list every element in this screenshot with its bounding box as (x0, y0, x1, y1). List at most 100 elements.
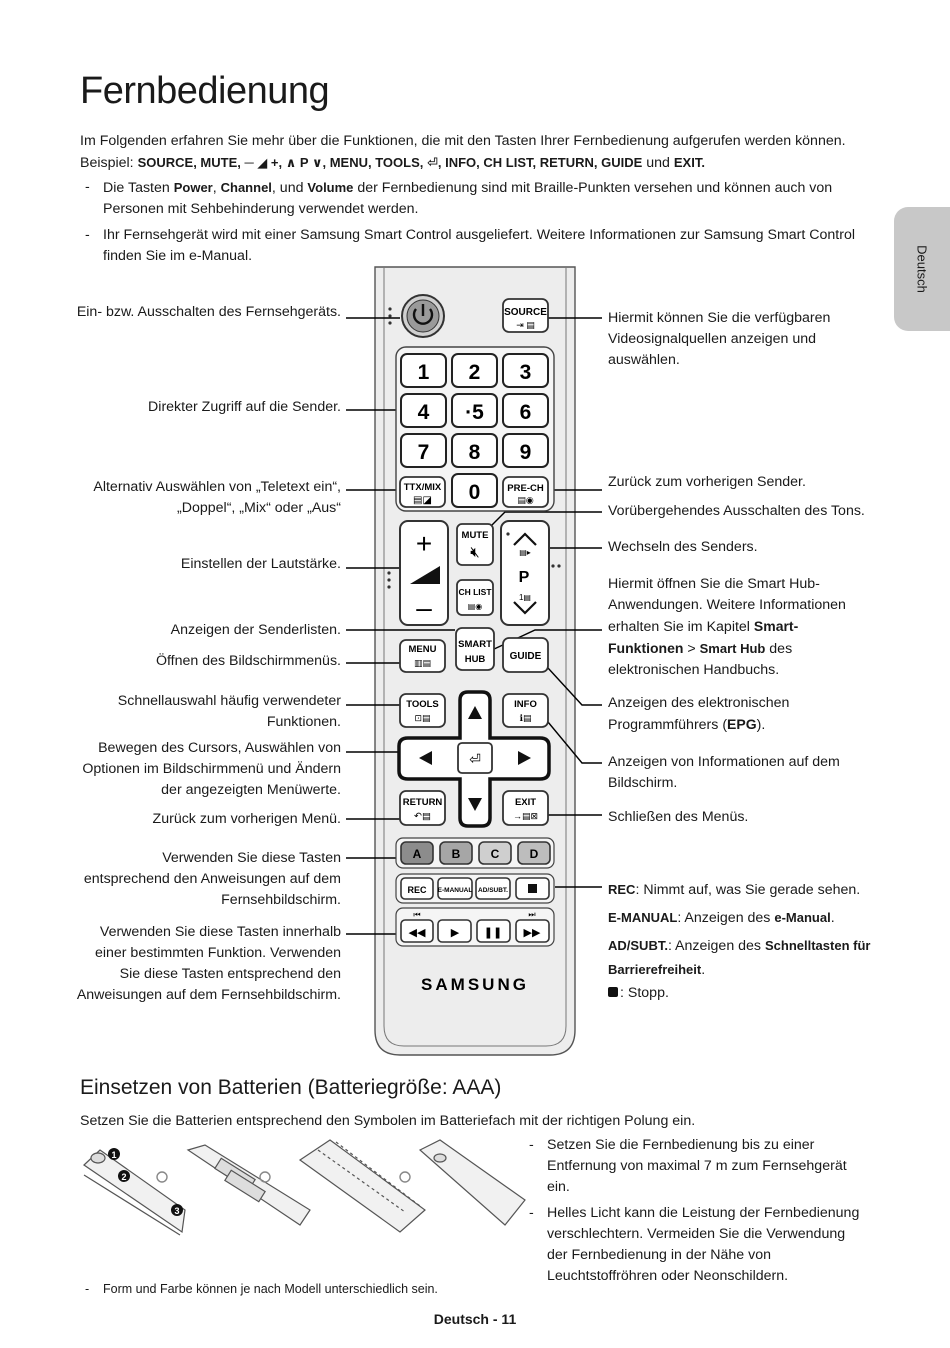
label-line: einer bestimmten Funktion. Verwenden (94, 945, 341, 961)
svg-text:→▤⊠: →▤⊠ (513, 811, 538, 821)
smart-key-label: SMART (458, 639, 492, 650)
label-source: Hiermit können Sie die verfügbaren Video… (608, 308, 908, 371)
bullet-line: Leuchtstoffröhren oder Neonschildern. (547, 1268, 789, 1284)
bullet-line: Setzen Sie die Fernbedienung bis zu eine… (547, 1137, 815, 1153)
svg-text:▤◉: ▤◉ (468, 602, 483, 611)
note-text: , (212, 180, 221, 196)
label-power: Ein- bzw. Ausschalten des Fernsehgeräts. (76, 304, 341, 320)
label-line: Verwenden Sie diese Tasten (162, 850, 341, 866)
svg-text:▤▸: ▤▸ (519, 548, 531, 557)
label-text: . (830, 910, 835, 926)
label-return: Zurück zum vorherigen Menü. (152, 811, 341, 827)
note-text: Ihr Fernsehgerät wird mit einer Samsung … (103, 227, 855, 243)
label-key: Funktionen (608, 640, 684, 656)
digit-button: 3 (502, 353, 549, 388)
label-key: Schnelltasten für (764, 938, 871, 953)
label-line: Videosignalquellen anzeigen und (608, 331, 816, 347)
power-button (401, 294, 445, 338)
label-line: entsprechend den Anweisungen auf dem (83, 871, 341, 887)
chlist-key-label: CH LIST (458, 587, 492, 597)
example-label: Beispiel: (80, 155, 134, 171)
color-key-label: D (530, 847, 539, 861)
svg-text:▤◪: ▤◪ (413, 495, 432, 506)
label-line: elektronischen Handbuchs. (608, 662, 780, 678)
label-line: auswählen. (608, 352, 680, 368)
return-key-label: RETURN (403, 797, 443, 808)
color-key-label: B (452, 847, 461, 861)
smart-hub-button: SMART HUB (455, 627, 495, 671)
label-adsubt: AD/SUBT.: Anzeigen des Schnelltasten für (608, 932, 908, 960)
label-key: REC (608, 882, 636, 897)
battery-heading: Einsetzen von Batterien (Batteriegröße: … (80, 1076, 502, 1099)
label-text: ). (756, 717, 766, 733)
menu-key-label: MENU (409, 644, 437, 655)
rec-key-label: REC (407, 885, 427, 895)
svg-text:▤◉: ▤◉ (517, 495, 534, 505)
label-line: Hiermit können Sie die verfügbaren (608, 310, 831, 326)
note-text: der Fernbedienung sind mit Braille-Punkt… (353, 180, 833, 196)
battery-instruction: Setzen Sie die Batterien entsprechend de… (80, 1113, 696, 1129)
bullet-line: der Fernbedienung in der Nähe von (547, 1247, 772, 1263)
digit-button: 1 (400, 353, 447, 388)
volume-rocker: + – (399, 520, 449, 626)
label-line: Anzeigen des elektronischen (608, 695, 790, 711)
battery-illustration (83, 1139, 526, 1236)
label-mute: Vorübergehendes Ausschalten des Tons. (608, 503, 865, 519)
label-line: Fernsehbildschirm. (221, 892, 341, 908)
step-markers (108, 1148, 183, 1216)
mute-key-label: MUTE (462, 530, 489, 541)
example-keys: SOURCE, MUTE, ─ ◢ +, ∧ P ∨, MENU, TOOLS,… (137, 155, 643, 170)
label-key: AD/SUBT. (608, 938, 668, 953)
ttx-mix-button: TTX/MIX ▤◪ (399, 476, 446, 508)
pre-ch-button: PRE-CH ▤◉ (502, 476, 549, 508)
label-key: Barrierefreiheit (608, 962, 702, 977)
label-tools: Schnellauswahl häufig verwendeter Funkti… (60, 691, 341, 733)
label-ttx: Alternativ Auswählen von „Teletext ein“,… (60, 477, 341, 519)
digit-label: 7 (418, 441, 430, 464)
svg-text:▶▶: ▶▶ (524, 927, 541, 939)
channel-rocker: ▤▸ P 1▤ (500, 520, 550, 626)
key-channel: Channel (220, 180, 272, 195)
channel-key-label: P (519, 569, 530, 586)
tools-key-label: TOOLS (406, 699, 439, 710)
label-key: Smart Hub (699, 641, 766, 656)
label-emanual: E-MANUAL: Anzeigen des e-Manual. (608, 904, 908, 932)
label-guide: Anzeigen des elektronischen Programmführ… (608, 693, 908, 736)
return-button: RETURN ↶▤ (399, 790, 446, 826)
color-key-label: C (491, 847, 500, 861)
note-smart-control: - Ihr Fernsehgerät wird mit einer Samsun… (85, 225, 893, 267)
digit-label: 1 (418, 361, 430, 384)
source-button: SOURCE ⇥ ▤ (502, 298, 549, 333)
digit-button: 7 (400, 433, 447, 468)
key-power: Power (173, 180, 213, 195)
digit-button: 0 (451, 473, 498, 508)
color-key-d: D (517, 841, 551, 865)
svg-text:ℹ▤: ℹ▤ (520, 713, 532, 723)
note-text: , und (271, 180, 308, 196)
label-key: EPG (727, 716, 757, 732)
digit-label: 8 (469, 441, 481, 464)
label-line: Anwendungen. Weitere Informationen (608, 597, 846, 613)
label-key: E-MANUAL (608, 910, 678, 925)
label-line: erhalten Sie im Kapitel Smart- (608, 616, 908, 638)
prech-key-label: PRE-CH (507, 483, 544, 494)
digit-label: 6 (520, 401, 532, 424)
svg-text:⏮: ⏮ (413, 910, 420, 919)
svg-text:+: + (416, 528, 432, 559)
hub-key-label: HUB (465, 654, 486, 665)
bullet-line: Helles Licht kann die Leistung der Fernb… (547, 1205, 860, 1221)
e-manual-button: E-MANUAL (437, 877, 473, 900)
intro-line: Im Folgenden erfahren Sie mehr über die … (80, 133, 846, 149)
label-line: Bildschirm. (608, 775, 678, 791)
label-numbers: Direkter Zugriff auf die Sender. (148, 399, 341, 415)
media-keys: ◀◀ ▶ ❚❚ ▶▶ (400, 919, 550, 943)
digit-label: 9 (520, 441, 532, 464)
label-line: Anweisungen auf dem Fernsehbildschirm. (76, 987, 341, 1003)
label-text: des (765, 641, 793, 657)
mute-button: MUTE 🔇︎ (456, 523, 494, 566)
bullet-line: ein. (547, 1179, 570, 1195)
digit-label: 4 (418, 401, 430, 424)
emanual-key-label: E-MANUAL (438, 887, 473, 894)
